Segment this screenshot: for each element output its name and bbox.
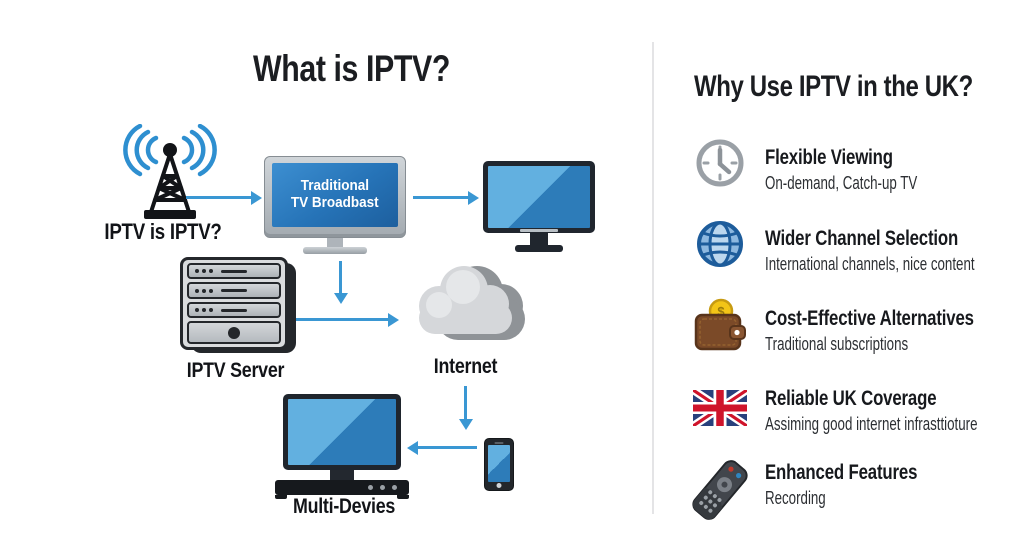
benefit-title: Cost-Effective Alternatives: [765, 307, 974, 330]
benefit-subtitle: Traditional subscriptions: [765, 334, 909, 354]
arrow-phone-to-tv: [417, 446, 477, 449]
arrow-cloud-to-phone: [464, 386, 467, 420]
benefit-item-channel-selection: Wider Channel Selection International ch…: [692, 218, 1022, 275]
tv-with-settop-box-icon: [275, 394, 409, 499]
arrow-server-to-cloud: [289, 318, 389, 321]
section-divider: [652, 42, 654, 514]
benefit-item-uk-coverage: Reliable UK Coverage Assiming good inter…: [692, 384, 1022, 435]
uk-flag-icon: [692, 384, 748, 426]
server-tower-icon: [180, 257, 296, 353]
desktop-monitor-icon: [483, 161, 595, 252]
benefit-subtitle: Assiming good internet infrasttioture: [765, 414, 978, 434]
globe-icon: [692, 218, 748, 270]
benefit-subtitle: On-demand, Catch-up TV: [765, 173, 918, 193]
broadcast-antenna-icon: [96, 123, 244, 224]
benefit-subtitle: International channels, nice content: [765, 254, 975, 274]
arrow-tv-to-monitor: [413, 196, 469, 199]
benefit-title: Reliable UK Coverage: [765, 387, 937, 410]
benefit-title: Enhanced Features: [765, 461, 918, 484]
antenna-label: IPTV is IPTV?: [104, 219, 222, 244]
svg-text:$: $: [717, 304, 725, 319]
multidevice-label: Multi-Devies: [292, 495, 396, 518]
wallet-icon: $: [692, 298, 748, 354]
benefit-item-enhanced-features: Enhanced Features Recording: [692, 452, 1022, 522]
arrow-tv-down: [339, 261, 342, 294]
cloud-icon: [397, 254, 533, 350]
benefit-item-flexible-viewing: Flexible Viewing On-demand, Catch-up TV: [692, 137, 1022, 194]
broadcast-tv-icon: Traditional TV Broadbast: [264, 156, 406, 254]
benefit-title: Wider Channel Selection: [765, 227, 959, 250]
settop-box-icon: [275, 480, 409, 495]
broadcast-tv-text-line2: TV Broadbast: [291, 194, 379, 211]
broadcast-tv-text-line1: Traditional: [300, 177, 370, 195]
broadcast-tv-screen: Traditional TV Broadbast: [272, 163, 398, 227]
arrow-antenna-to-tv: [186, 196, 252, 199]
clock-icon: [692, 137, 748, 189]
page-title: What is IPTV?: [253, 48, 450, 89]
remote-icon: [678, 447, 762, 532]
server-label: IPTV Server: [186, 359, 285, 382]
internet-label: Internet: [433, 355, 498, 378]
smartphone-icon: [484, 438, 514, 491]
benefit-title: Flexible Viewing: [765, 146, 893, 169]
benefit-item-cost-effective: $ Cost-Effective Alternatives Traditiona…: [692, 298, 1022, 355]
benefit-subtitle: Recording: [765, 488, 826, 508]
right-panel-title: Why Use IPTV in the UK?: [694, 70, 973, 103]
